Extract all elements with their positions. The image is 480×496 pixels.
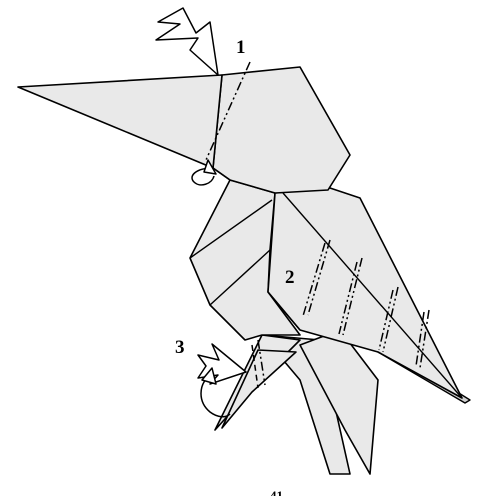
page-number: 41 [270, 488, 283, 496]
head [213, 67, 350, 193]
step-3-label: 3 [175, 337, 185, 358]
beak [18, 75, 222, 168]
step-1-label: 1 [236, 37, 246, 58]
step-2-label: 2 [285, 267, 295, 288]
push-arrow-icon [156, 8, 218, 75]
